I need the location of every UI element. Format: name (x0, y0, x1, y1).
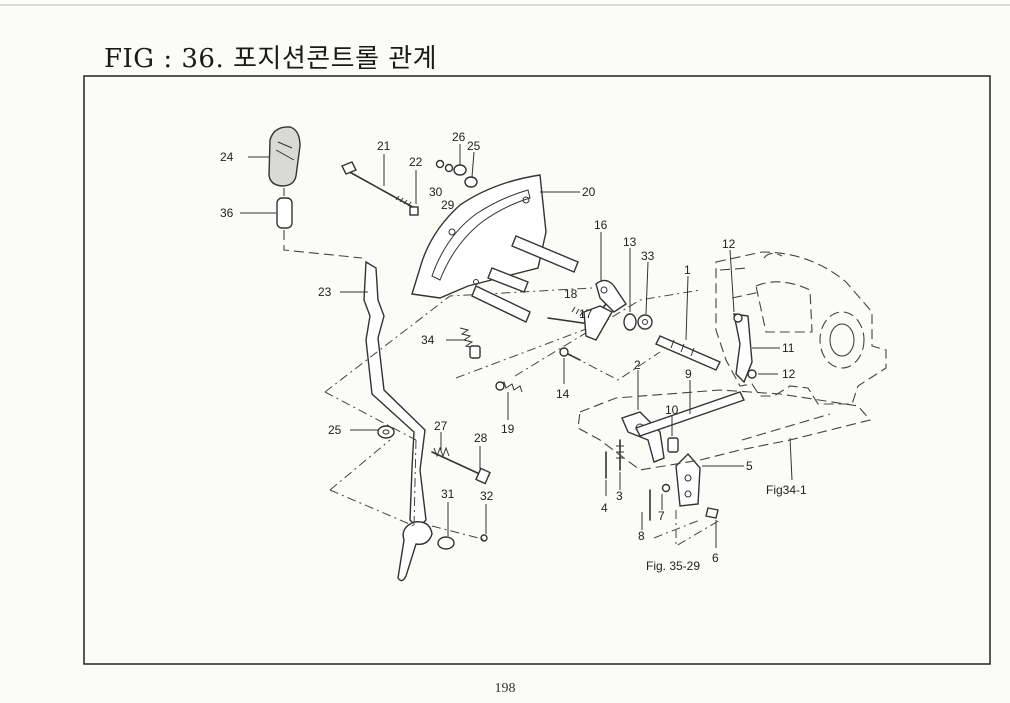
part-13-collar (623, 313, 637, 331)
label-36: 36 (220, 206, 234, 220)
label-17: 17 (579, 307, 593, 321)
label-19: 19 (501, 422, 515, 436)
label-9: 9 (685, 367, 692, 381)
part-10-collar (667, 437, 679, 453)
part-27-spring-screw (431, 446, 491, 485)
part-34-spring (459, 327, 481, 359)
label-13: 13 (623, 235, 637, 249)
label-25a: 25 (328, 423, 342, 437)
page-number: 198 (494, 681, 516, 696)
label-32: 32 (480, 489, 494, 503)
label-21: 21 (377, 139, 391, 153)
part-36-sleeve (276, 197, 293, 229)
label-7: 7 (658, 509, 665, 523)
part-30-screw (435, 159, 445, 169)
part-16-bracket (595, 279, 627, 313)
label-1: 1 (684, 263, 691, 277)
part-19-spring (495, 381, 523, 393)
label-12b: 12 (782, 367, 796, 381)
part-26-washer (453, 164, 467, 176)
label-fig35-ref: Fig. 35-29 (646, 559, 700, 573)
label-fig34-ref: Fig34-1 (766, 483, 807, 497)
part-12a-screw (733, 313, 743, 323)
part-7-washer (661, 483, 671, 493)
part-23-lever (363, 260, 433, 582)
label-25b: 25 (467, 139, 481, 153)
part-32-pin (480, 534, 488, 542)
label-24: 24 (220, 150, 234, 164)
label-8: 8 (638, 529, 645, 543)
part-12b-screw (747, 369, 757, 379)
part-6-screw (705, 507, 719, 519)
label-22: 22 (409, 155, 423, 169)
label-16: 16 (594, 218, 608, 232)
label-3: 3 (616, 489, 623, 503)
label-4: 4 (601, 501, 608, 515)
part-31-washer (437, 536, 455, 550)
label-29: 29 (441, 198, 455, 212)
label-34: 34 (421, 333, 435, 347)
label-12a: 12 (722, 237, 736, 251)
part-11-link (733, 313, 753, 384)
label-30: 30 (429, 185, 443, 199)
label-18: 18 (564, 287, 578, 301)
label-31: 31 (441, 487, 455, 501)
label-33: 33 (641, 249, 655, 263)
label-23: 23 (318, 285, 332, 299)
page-title: FIG : 36. 포지션콘트롤 관계 (104, 44, 438, 74)
label-11: 11 (782, 341, 795, 355)
part-25b-washer (464, 176, 478, 188)
part-20-sector-plate (411, 174, 579, 323)
label-2: 2 (634, 358, 641, 372)
label-20: 20 (582, 185, 596, 199)
part-33-washer (637, 314, 653, 330)
label-14: 14 (556, 387, 570, 401)
part-2-bracket (621, 411, 665, 463)
part-24-knob (268, 126, 301, 187)
part-25-washer (377, 425, 395, 439)
part-1-shaft (655, 335, 721, 371)
part-29-washer (444, 163, 454, 173)
label-26: 26 (452, 130, 466, 144)
label-6: 6 (712, 551, 719, 565)
part-21-bolt (341, 161, 419, 211)
part-labels: 24 36 23 25 21 22 30 29 26 25 20 34 19 2… (220, 130, 807, 573)
label-28: 28 (474, 431, 488, 445)
label-10: 10 (665, 403, 679, 417)
part-22-nut (409, 206, 419, 216)
part-17-link (583, 305, 613, 341)
diagram-frame (83, 75, 991, 665)
part-5-bracket (675, 452, 701, 507)
label-27: 27 (434, 419, 448, 433)
label-5: 5 (746, 459, 753, 473)
